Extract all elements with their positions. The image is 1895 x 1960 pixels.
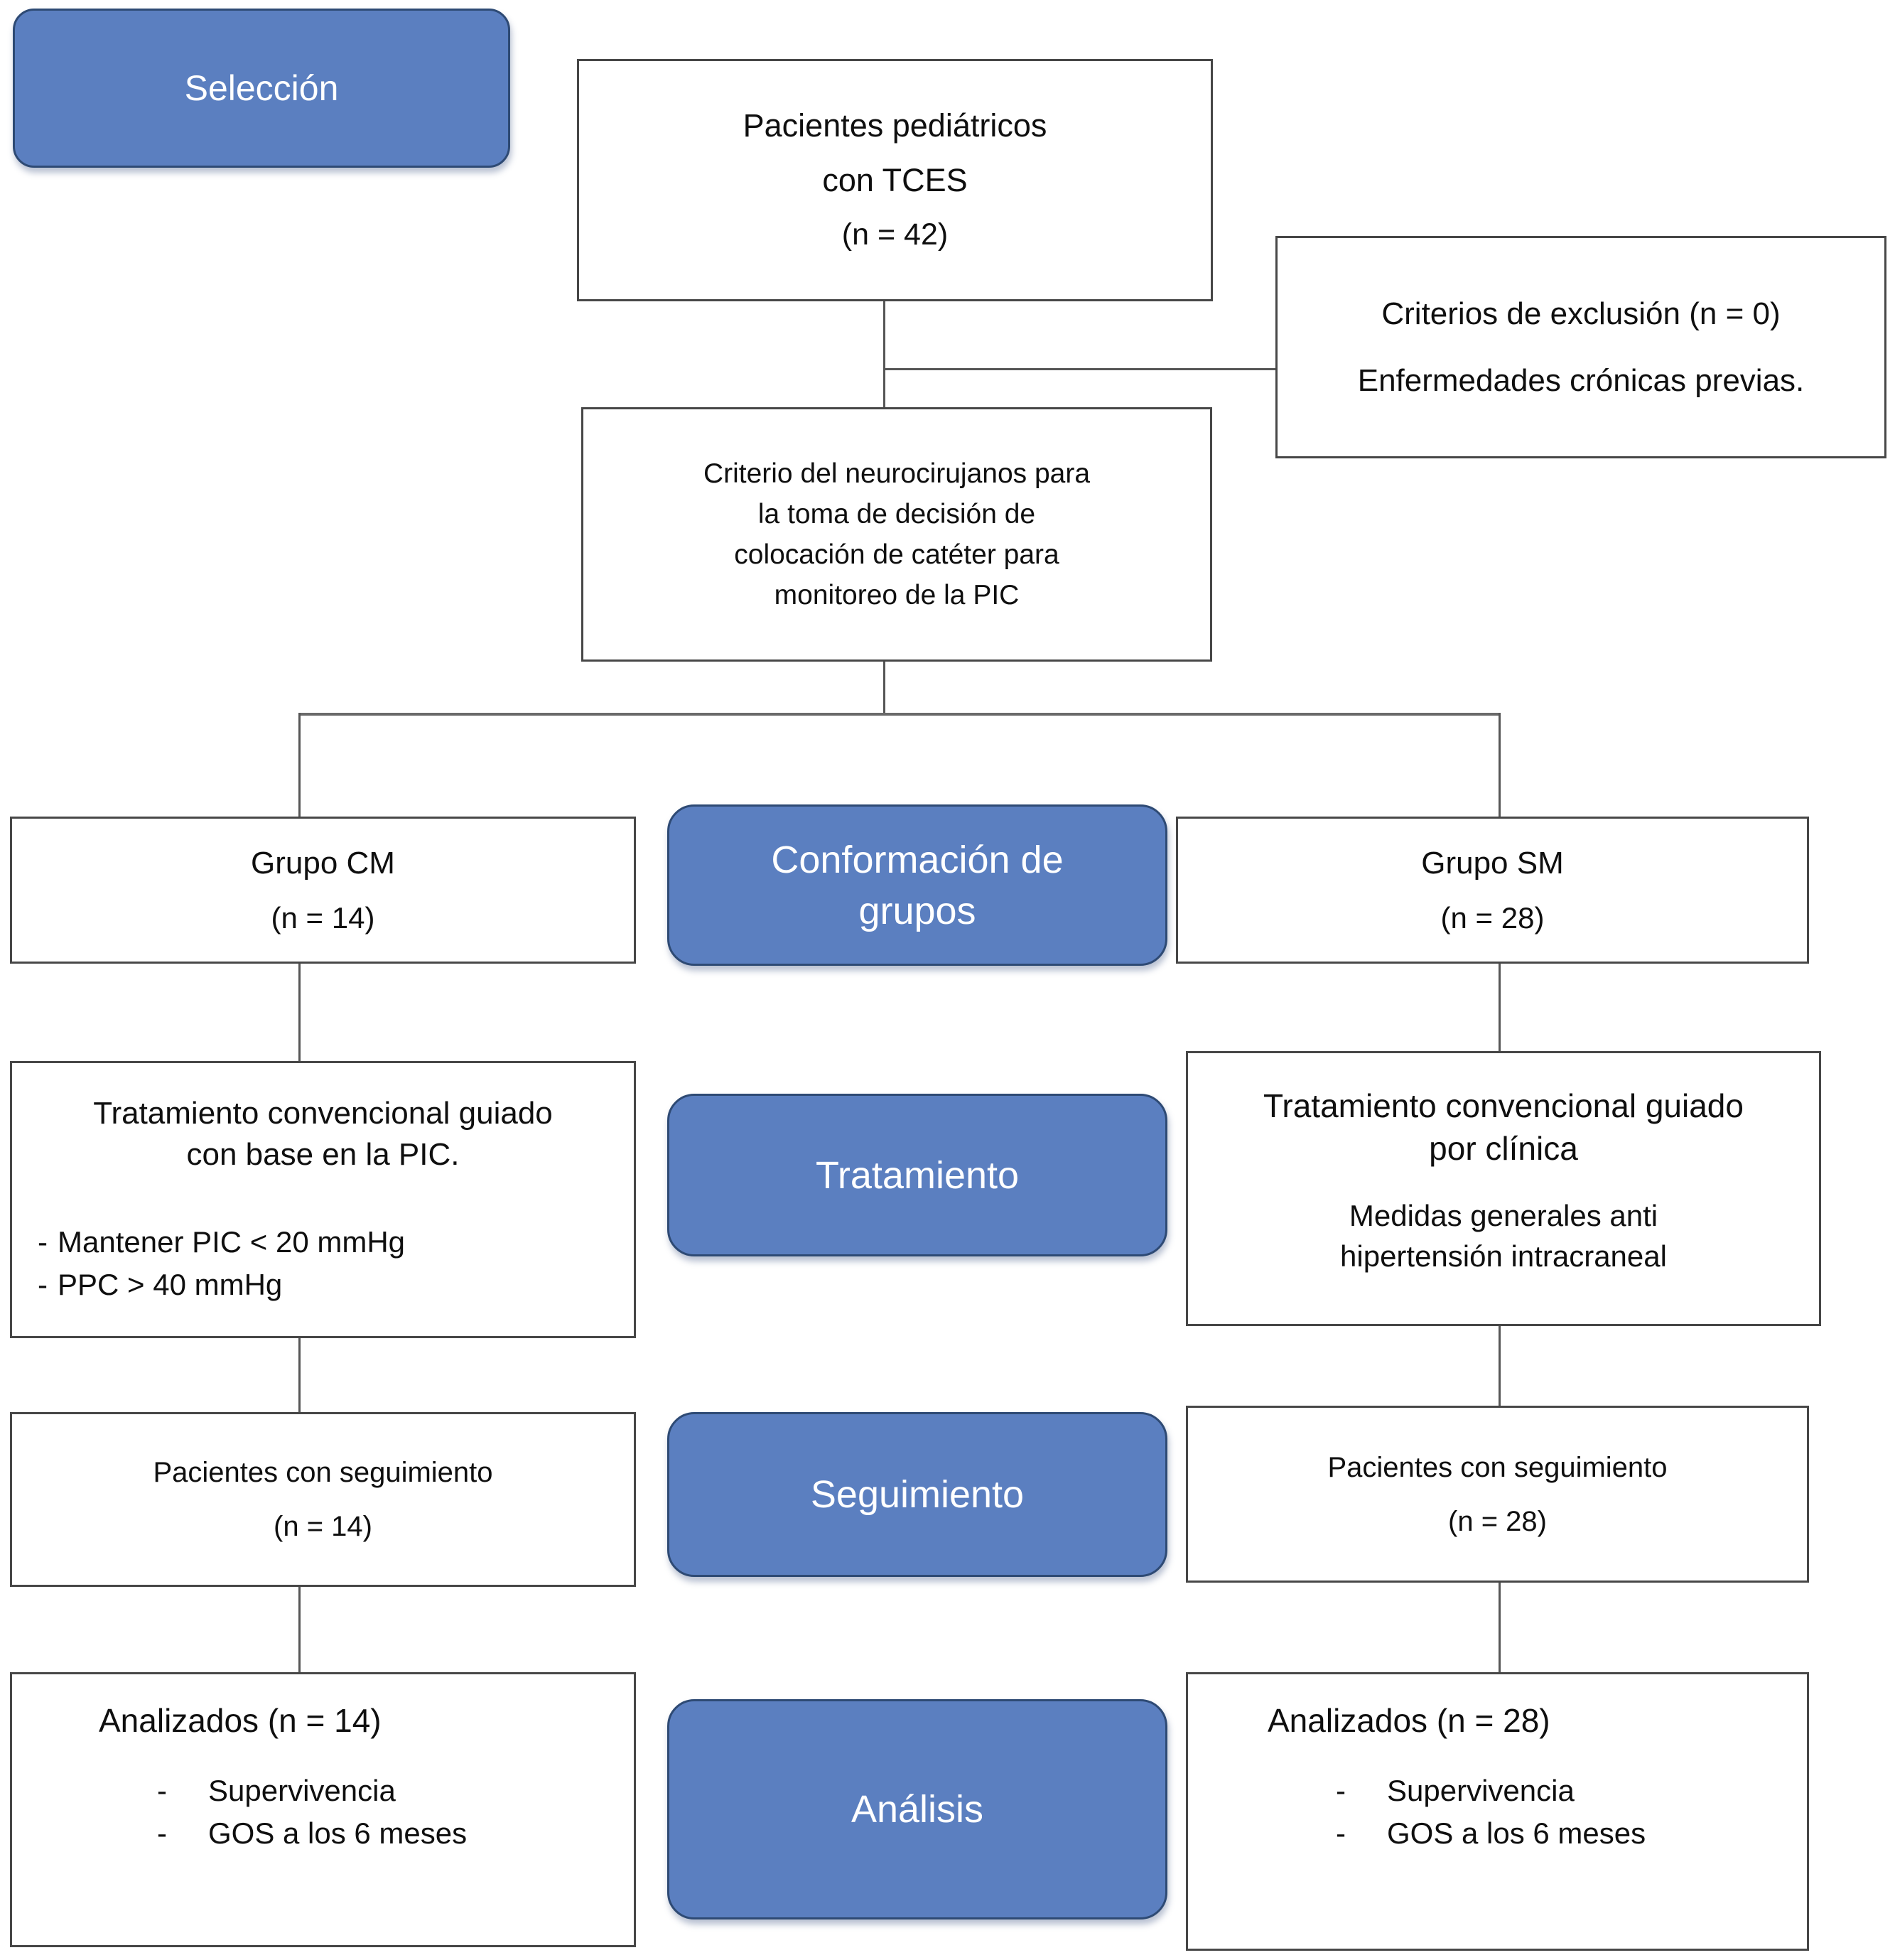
node-count: (n = 28) [1440,900,1545,935]
node-seguimiento-sm: Pacientes con seguimiento (n = 28) [1186,1406,1809,1583]
node-text: con TCES [822,162,968,198]
stage-pill-tratamiento: Tratamiento [667,1094,1167,1256]
bullet-text: Mantener PIC < 20 mmHg [58,1225,406,1259]
connector-to-exclusion [883,368,1275,370]
list-item: - Supervivencia [12,1770,634,1812]
node-text: por clínica [1429,1130,1578,1167]
node-text: colocación de catéter para [734,539,1059,570]
node-text: monitoreo de la PIC [774,580,1020,610]
node-text: la toma de decisión de [757,499,1036,529]
node-text: Tratamiento convencional guiado [1263,1087,1744,1124]
node-text: hipertensión intracraneal [1340,1239,1667,1273]
node-text: con base en la PIC. [186,1137,460,1172]
bullet-dash: - [38,1268,48,1301]
node-title: Pacientes con seguimiento [1327,1451,1668,1483]
connector-branch-horizontal [298,713,1501,716]
list-item: - GOS a los 6 meses [1188,1812,1807,1855]
stage-label: Seguimiento [810,1473,1025,1516]
bullet-text: Supervivencia [1387,1774,1575,1807]
bullet-dash: - [1336,1774,1346,1807]
bullet-text: GOS a los 6 meses [208,1816,468,1850]
stage-label: grupos [858,889,976,932]
node-text: Medidas generales anti [1349,1199,1658,1232]
node-text: Tratamiento convencional guiado [93,1096,553,1131]
node-grupo-sm: Grupo SM (n = 28) [1176,817,1809,964]
bullet-dash: - [38,1225,48,1259]
connector-branch-to-grupo-sm [1499,713,1501,817]
node-title: Analizados (n = 28) [1268,1702,1550,1739]
node-analizados-sm: Analizados (n = 28) - Supervivencia - GO… [1186,1672,1809,1951]
node-pacientes-pediatricos: Pacientes pediátricos con TCES (n = 42) [577,59,1213,301]
node-text: Criterio del neurocirujanos para [703,458,1091,489]
bullet-dash: - [157,1774,167,1807]
bullet-list: - Mantener PIC < 20 mmHg - PPC > 40 mmHg [12,1221,634,1306]
connector-criterio-to-branch [883,662,885,715]
node-text: Enfermedades crónicas previas. [1357,362,1805,398]
list-item: - GOS a los 6 meses [12,1812,634,1855]
stage-label: Selección [184,68,339,108]
node-text: Pacientes pediátricos [743,107,1047,144]
connector-trat-cm-to-seg [298,1338,301,1412]
node-grupo-cm: Grupo CM (n = 14) [10,817,636,964]
stage-pill-seguimiento: Seguimiento [667,1412,1167,1577]
node-title: Grupo SM [1421,845,1564,881]
connector-grupo-sm-to-trat [1499,964,1501,1051]
connector-grupo-cm-to-trat [298,964,301,1061]
bullet-text: Supervivencia [208,1774,396,1807]
node-count: (n = 14) [271,900,375,935]
bullet-text: GOS a los 6 meses [1387,1816,1646,1850]
connector-seg-sm-to-anal [1499,1583,1501,1672]
stage-label: Conformación de [771,838,1064,881]
node-title: Pacientes con seguimiento [153,1457,493,1488]
node-criterio-neurocirujanos: Criterio del neurocirujanos para la toma… [581,407,1212,662]
node-analizados-cm: Analizados (n = 14) - Supervivencia - GO… [10,1672,636,1947]
node-count: (n = 28) [1448,1505,1547,1537]
stage-label: Análisis [851,1788,984,1831]
node-seguimiento-cm: Pacientes con seguimiento (n = 14) [10,1412,636,1587]
bullet-dash: - [157,1816,167,1850]
node-title: Criterios de exclusión (n = 0) [1381,296,1781,331]
stage-label: Tratamiento [815,1153,1020,1197]
node-count: (n = 14) [274,1511,372,1542]
node-tratamiento-cm: Tratamiento convencional guiado con base… [10,1061,636,1338]
node-tratamiento-sm: Tratamiento convencional guiado por clín… [1186,1051,1821,1326]
stage-pill-analisis: Análisis [667,1699,1167,1919]
bullet-list: - Supervivencia - GOS a los 6 meses [1188,1770,1807,1855]
connector-trat-sm-to-seg [1499,1326,1501,1406]
bullet-list: - Supervivencia - GOS a los 6 meses [12,1770,634,1855]
node-criterios-exclusion: Criterios de exclusión (n = 0) Enfermeda… [1275,236,1886,458]
list-item: - Mantener PIC < 20 mmHg [38,1221,634,1264]
stage-pill-conformacion-de-grupos: Conformación de grupos [667,804,1167,966]
list-item: - PPC > 40 mmHg [38,1264,634,1306]
connector-seg-cm-to-anal [298,1587,301,1672]
connector-branch-to-grupo-cm [298,713,301,817]
bullet-dash: - [1336,1816,1346,1850]
connector-patients-to-criterio [883,301,885,407]
node-title: Grupo CM [251,845,395,881]
node-title: Analizados (n = 14) [99,1702,382,1739]
stage-pill-seleccion: Selección [13,9,510,168]
node-count: (n = 42) [841,217,949,252]
bullet-text: PPC > 40 mmHg [58,1268,283,1301]
list-item: - Supervivencia [1188,1770,1807,1812]
